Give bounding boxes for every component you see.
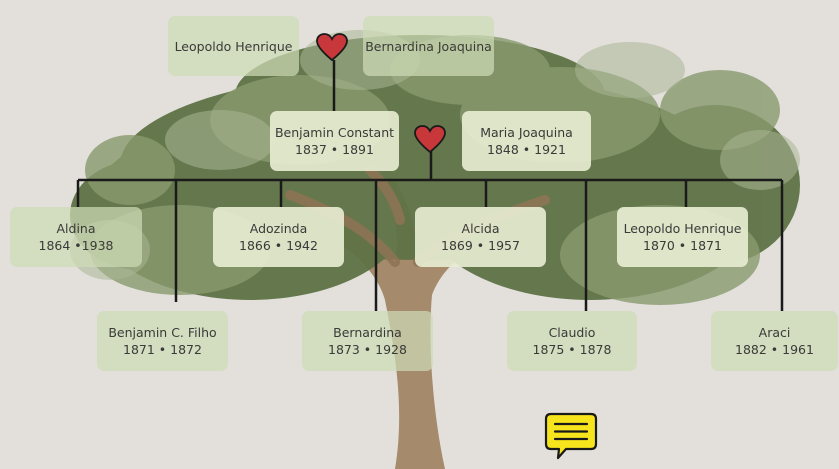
person-card-claudio[interactable]: Claudio 1875 • 1878	[507, 311, 637, 371]
person-name: Benjamin Constant	[274, 125, 395, 140]
heart-icon	[316, 33, 348, 62]
person-name: Maria Joaquina	[480, 125, 573, 140]
person-years: 1869 • 1957	[441, 238, 520, 253]
person-years: 1837 • 1891	[295, 142, 374, 157]
person-card-benjamin-c-filho[interactable]: Benjamin C. Filho 1871 • 1872	[97, 311, 228, 371]
person-years: 1848 • 1921	[487, 142, 566, 157]
heart-icon	[414, 125, 446, 154]
person-card-bernardina[interactable]: Bernardina 1873 • 1928	[302, 311, 433, 371]
person-name: Leopoldo Henrique	[623, 221, 742, 236]
person-name: Alcida	[461, 221, 500, 236]
person-name: Leopoldo Henrique	[174, 38, 293, 54]
person-card-leopoldo-henrique-child[interactable]: Leopoldo Henrique 1870 • 1871	[617, 207, 748, 267]
comment-icon[interactable]	[544, 412, 598, 460]
person-card-leopoldo-henrique-grandparent[interactable]: Leopoldo Henrique	[168, 16, 299, 76]
person-years: 1882 • 1961	[735, 342, 814, 357]
person-years: 1875 • 1878	[532, 342, 612, 357]
person-card-maria-joaquina[interactable]: Maria Joaquina 1848 • 1921	[462, 111, 591, 171]
person-name: Aldina	[56, 221, 96, 236]
person-years: 1866 • 1942	[239, 238, 318, 253]
person-years: 1864 •1938	[38, 238, 114, 253]
person-name: Claudio	[548, 325, 596, 340]
person-years: 1873 • 1928	[328, 342, 407, 357]
person-card-araci[interactable]: Araci 1882 • 1961	[711, 311, 838, 371]
person-name: Bernardina	[333, 325, 402, 340]
person-name: Benjamin C. Filho	[108, 325, 217, 340]
person-years: 1870 • 1871	[643, 238, 722, 253]
person-card-alcida[interactable]: Alcida 1869 • 1957	[415, 207, 546, 267]
person-card-benjamin-constant[interactable]: Benjamin Constant 1837 • 1891	[270, 111, 399, 171]
person-name: Adozinda	[249, 221, 308, 236]
person-card-adozinda[interactable]: Adozinda 1866 • 1942	[213, 207, 344, 267]
person-card-bernardina-joaquina[interactable]: Bernardina Joaquina	[363, 16, 494, 76]
person-years: 1871 • 1872	[123, 342, 202, 357]
person-card-aldina[interactable]: Aldina 1864 •1938	[10, 207, 142, 267]
person-name: Araci	[758, 325, 791, 340]
person-name: Bernardina Joaquina	[365, 38, 492, 54]
